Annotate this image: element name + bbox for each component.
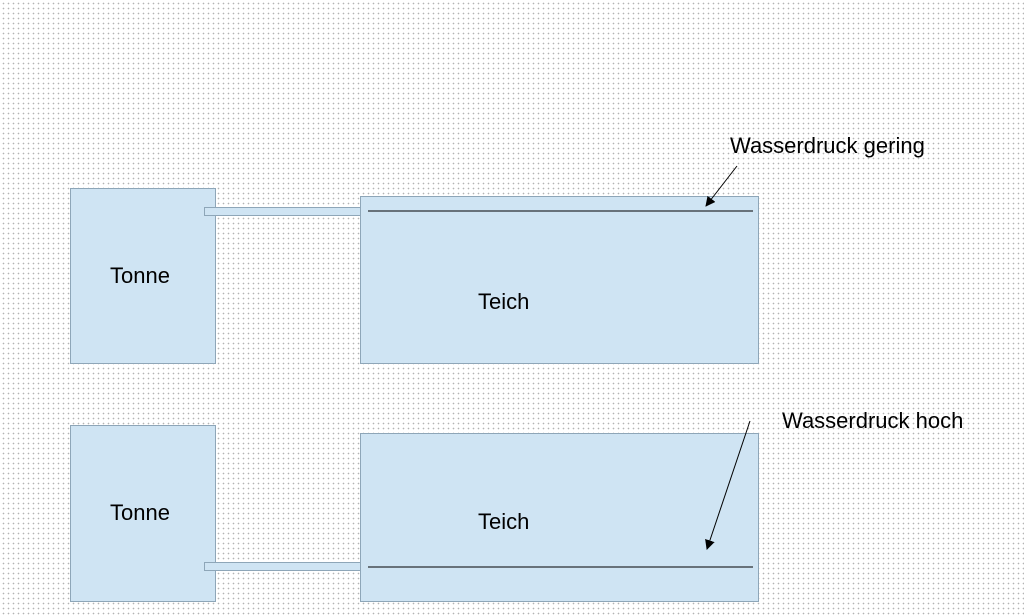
- bottom-annotation: Wasserdruck hoch: [782, 408, 964, 433]
- bottom-barrel: [70, 425, 216, 602]
- bottom-pond: [360, 433, 759, 602]
- bottom-pipe: [204, 562, 362, 571]
- top-pipe: [204, 207, 362, 216]
- bottom-barrel-label: Tonne: [110, 500, 170, 525]
- top-pond-label: Teich: [478, 289, 530, 314]
- top-annotation: Wasserdruck gering: [730, 133, 925, 158]
- top-barrel-label: Tonne: [110, 263, 170, 288]
- top-pond: [360, 196, 759, 364]
- top-barrel: [70, 188, 216, 364]
- bottom-pond-label: Teich: [478, 509, 530, 534]
